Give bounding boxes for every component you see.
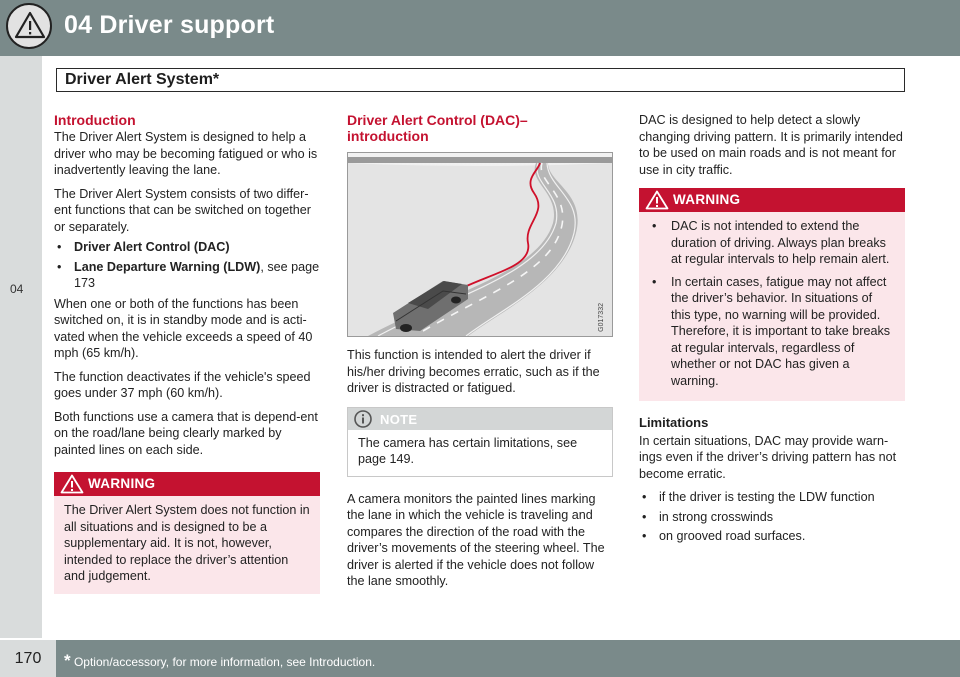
intro-paragraph-2: The Driver Alert System consists of two … (54, 186, 311, 234)
limitations-heading: Limitations (639, 415, 709, 430)
warning-header: WARNING (54, 472, 320, 496)
warning-icon (60, 474, 84, 494)
warning-box: WARNING DAC is not intended to extend th… (639, 188, 905, 401)
list-item: on grooved road surfaces. (639, 528, 905, 545)
section-title-box: Driver Alert System* (56, 68, 905, 92)
warning-box: WARNING The Driver Alert System does not… (54, 472, 320, 594)
warning-label: WARNING (673, 192, 741, 207)
chapter-header: 04 Driver support (0, 0, 960, 56)
chapter-side-tab: 04 (0, 56, 42, 638)
list-item: Lane Departure Warning (LDW), see page 1… (54, 259, 320, 292)
list-item: if the driver is testing the LDW functio… (639, 489, 905, 506)
note-label: NOTE (380, 411, 418, 427)
section-title: Driver Alert System* (65, 71, 220, 88)
introduction-heading: Introduction (54, 112, 136, 128)
page-reference-link[interactable]: , see page 173 (74, 259, 320, 291)
note-text: The camera has certain limitations, see … (358, 435, 578, 467)
column-right: DAC is designed to help detect a slowly … (639, 112, 905, 549)
page-number: 170 (0, 640, 56, 677)
function-dac-label: Driver Alert Control (DAC) (74, 240, 230, 254)
warning-text: The Driver Alert System does not functio… (64, 503, 310, 583)
intro-paragraph-1: The Driver Alert System is designed to h… (54, 130, 318, 177)
column-middle: Driver Alert Control (DAC)– introduction (347, 112, 613, 597)
warning-list: DAC is not intended to extend the durati… (649, 218, 895, 389)
chapter-title: 04 Driver support (64, 11, 275, 39)
limitations-list: if the driver is testing the LDW functio… (639, 489, 905, 545)
warning-triangle-icon (6, 3, 52, 49)
function-ldw-label: Lane Departure Warning (LDW) (74, 259, 261, 274)
footnote-text: Option/accessory, for more information, … (70, 655, 376, 669)
warning-header: WARNING (639, 188, 905, 212)
footnote: * Option/accessory, for more information… (64, 651, 375, 671)
warning-icon (645, 190, 669, 210)
warning-body: DAC is not intended to extend the durati… (639, 212, 905, 401)
note-box: NOTE The camera has certain limitations,… (347, 406, 613, 477)
figure-code: G017332 (597, 303, 605, 332)
dac-paragraph-3: DAC is designed to help detect a slowly … (639, 113, 903, 177)
footnote-star: * (64, 651, 71, 670)
dac-paragraph-2: A camera monitors the painted lines mark… (347, 491, 605, 589)
dac-illustration: G017332 (347, 152, 613, 337)
warning-label: WARNING (88, 476, 156, 491)
list-item: in strong crosswinds (639, 509, 905, 526)
list-item: DAC is not intended to extend the durati… (649, 218, 895, 268)
car-shape (393, 281, 468, 332)
road-car-illustration (348, 153, 612, 337)
intro-paragraph-5: Both functions use a camera that is depe… (54, 409, 318, 457)
column-left: Introduction The Driver Alert System is … (54, 112, 320, 594)
info-icon (354, 409, 372, 428)
list-item: In certain cases, fatigue may not affect… (649, 274, 895, 390)
list-item: Driver Alert Control (DAC) (54, 239, 320, 256)
dac-paragraph-1: This function is intended to alert the d… (347, 348, 600, 395)
intro-paragraph-4: The function deactivates if the vehicle'… (54, 369, 311, 401)
dac-introduction-heading: Driver Alert Control (DAC)– introduction (347, 112, 528, 144)
functions-list: Driver Alert Control (DAC) Lane Departur… (54, 239, 320, 292)
note-header: NOTE (348, 407, 612, 430)
page-footer: 170 * Option/accessory, for more informa… (0, 640, 960, 677)
limitations-paragraph: In certain situations, DAC may provide w… (639, 433, 897, 481)
note-body: The camera has certain limitations, see … (348, 430, 612, 476)
chapter-side-number: 04 (10, 282, 24, 296)
intro-paragraph-3: When one or both of the functions has be… (54, 296, 313, 361)
warning-body: The Driver Alert System does not functio… (54, 496, 320, 594)
